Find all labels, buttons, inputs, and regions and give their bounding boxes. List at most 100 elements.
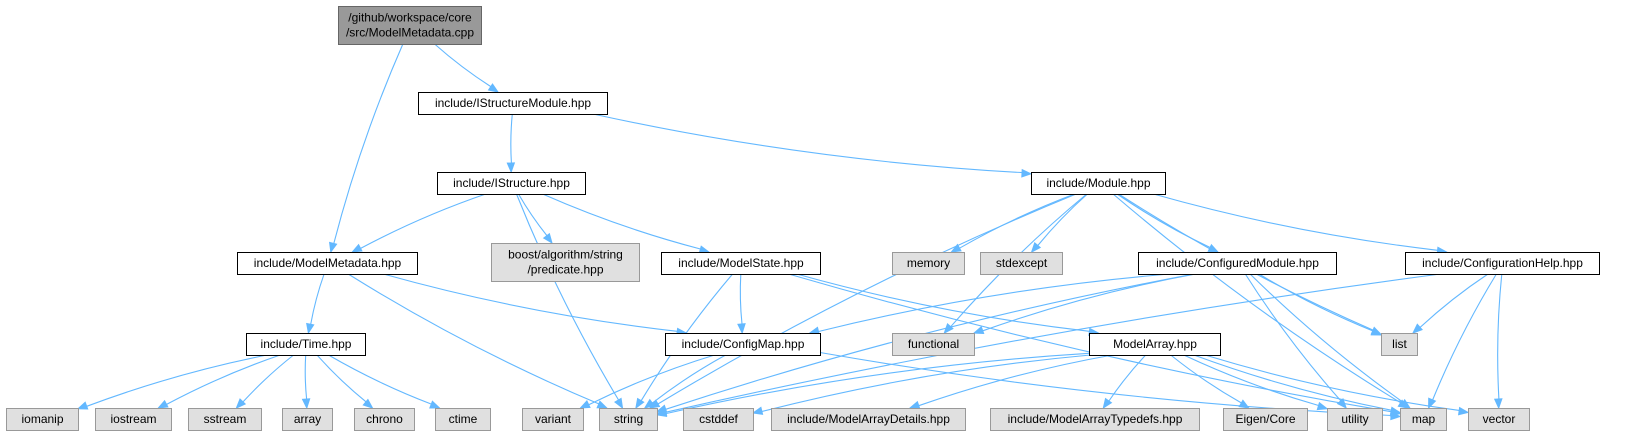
node-label: include/Module.hpp [1046, 176, 1150, 190]
node-label: ctime [449, 412, 478, 426]
edge-line [1193, 354, 1392, 411]
node-box [665, 333, 821, 356]
node-modelarray[interactable]: ModelArray.hpp [1089, 333, 1221, 356]
node-root: /github/workspace/core/src/ModelMetadata… [338, 6, 482, 45]
edge-arrowhead [1336, 398, 1348, 410]
node-label: ModelArray.hpp [1113, 337, 1197, 351]
edge-time-to-array [301, 354, 311, 410]
edge-line [1112, 193, 1401, 404]
node-boost: boost/algorithm/string/predicate.hpp [491, 243, 640, 282]
node-label: include/ConfigurationHelp.hpp [1422, 256, 1583, 270]
edge-line [657, 193, 1077, 405]
node-box [437, 172, 586, 195]
node-box [418, 92, 608, 115]
node-memory: memory [892, 252, 965, 275]
edge-modelarray-to-string [655, 352, 1090, 418]
edge-configuredmodule-to-list [1258, 273, 1383, 336]
edge-configurationhelp-to-map [1428, 273, 1497, 410]
edge-arrowhead [1493, 398, 1503, 410]
edge-istructuremodule-to-module [592, 113, 1033, 178]
edge-configurationhelp-to-list [1412, 273, 1489, 334]
node-istructuremodule[interactable]: include/IStructureModule.hpp [418, 92, 608, 115]
edge-line [304, 354, 308, 400]
node-configuredmodule[interactable]: include/ConfiguredModule.hpp [1138, 252, 1337, 275]
node-box [1031, 172, 1166, 195]
edge-arrowhead [643, 398, 655, 409]
node-time[interactable]: include/Time.hpp [246, 333, 366, 356]
node-box [188, 408, 262, 431]
node-string: string [599, 408, 658, 431]
edge-arrowhead [950, 243, 962, 253]
edge-module-to-map [1112, 193, 1410, 409]
edge-arrowhead [635, 397, 645, 410]
edge-line [761, 354, 1091, 413]
edge-line [818, 273, 1170, 333]
node-label: stdexcept [996, 256, 1048, 270]
node-label: include/IStructureModule.hpp [435, 96, 591, 110]
edge-root-to-modelmetadata [329, 43, 404, 254]
node-label: /src/ModelMetadata.cpp [346, 26, 474, 40]
node-chrono: chrono [354, 408, 415, 431]
edge-line [333, 43, 404, 244]
node-label: include/ConfigMap.hpp [682, 337, 805, 351]
node-box [338, 6, 482, 45]
node-box [6, 408, 79, 431]
edge-line [1108, 354, 1147, 402]
node-box [246, 333, 366, 356]
edge-arrowhead [972, 325, 985, 335]
node-label: iomanip [21, 412, 63, 426]
node-label: include/Time.hpp [261, 337, 352, 351]
edge-line [918, 354, 1113, 407]
edge-line [665, 273, 1441, 413]
edge-module-to-string [648, 193, 1077, 409]
node-configurationhelp[interactable]: include/ConfigurationHelp.hpp [1405, 252, 1600, 275]
edge-arrowhead [351, 243, 363, 253]
edge-line [1170, 354, 1242, 404]
edge-modelstate-to-configmap [737, 273, 746, 335]
node-box [522, 408, 584, 431]
node-box [599, 408, 658, 431]
edge-line [739, 273, 743, 325]
edge-line [665, 273, 1195, 410]
edge-time-to-sstream [235, 354, 294, 409]
edge-line [328, 354, 432, 405]
edge-configurationhelp-to-vector [1493, 273, 1503, 410]
edge-modelarray-to-eigencore [1170, 354, 1250, 409]
node-istructure[interactable]: include/IStructure.hpp [437, 172, 586, 195]
edge-arrowhead [579, 400, 591, 409]
edge-arrowhead [542, 232, 553, 245]
node-box [771, 408, 966, 431]
edge-line [651, 354, 726, 404]
node-module[interactable]: include/Module.hpp [1031, 172, 1166, 195]
node-box [95, 408, 172, 431]
node-box [980, 252, 1063, 275]
edge-arrowhead [306, 322, 315, 335]
node-label: Eigen/Core [1235, 412, 1295, 426]
edge-line [1037, 193, 1088, 246]
edge-line [1497, 273, 1503, 400]
node-label: include/ModelArrayDetails.hpp [787, 412, 950, 426]
node-vector: vector [1468, 408, 1530, 431]
node-box [1327, 408, 1383, 431]
node-functional: functional [892, 333, 975, 356]
edge-line [592, 113, 1023, 174]
edge-modelarray-to-map [1193, 354, 1402, 415]
edge-line [1153, 193, 1438, 251]
node-box [1405, 252, 1600, 275]
edge-arrowhead [362, 398, 374, 409]
edge-line [166, 354, 281, 405]
edge-configuredmodule-to-map [1249, 273, 1411, 409]
node-box [1138, 252, 1337, 275]
edge-arrowhead [506, 162, 516, 174]
edge-line [819, 351, 1392, 417]
edge-arrowhead [487, 83, 500, 93]
node-configmap[interactable]: include/ConfigMap.hpp [665, 333, 821, 356]
node-box [1381, 333, 1418, 356]
node-array: array [282, 408, 333, 431]
node-modelmetadata[interactable]: include/ModelMetadata.hpp [237, 252, 418, 275]
node-stdexcept: stdexcept [980, 252, 1063, 275]
node-list: list [1381, 333, 1418, 356]
edge-arrowhead [1389, 406, 1402, 415]
node-modelstate[interactable]: include/ModelState.hpp [661, 252, 821, 275]
